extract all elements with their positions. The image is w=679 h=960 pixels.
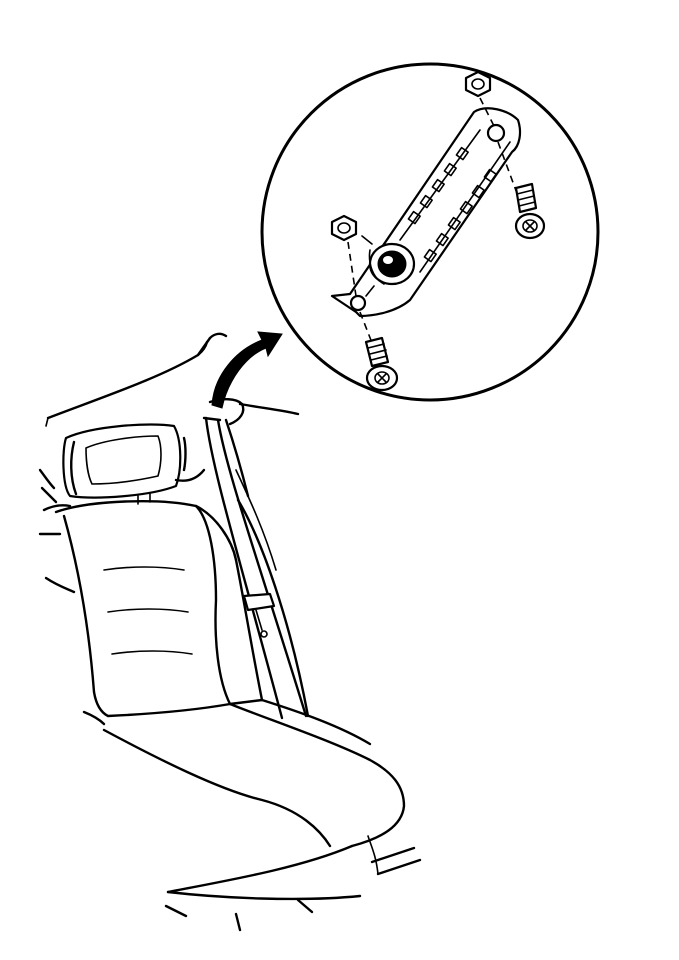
bolt-bottom — [359, 311, 399, 392]
callout-arrow — [211, 331, 283, 409]
seat-cushion — [82, 698, 422, 932]
seat-back — [38, 468, 264, 718]
retractor-bracket — [330, 107, 522, 318]
nut-left — [330, 214, 358, 297]
nut-upper — [464, 70, 495, 127]
bolt-right — [497, 141, 546, 240]
retractor-reel — [361, 235, 416, 297]
detail-view — [260, 62, 600, 402]
head-restraint — [62, 423, 206, 505]
bracket-slots — [407, 146, 497, 263]
seat-belt-webbing — [202, 416, 308, 720]
side-trim — [224, 418, 310, 718]
